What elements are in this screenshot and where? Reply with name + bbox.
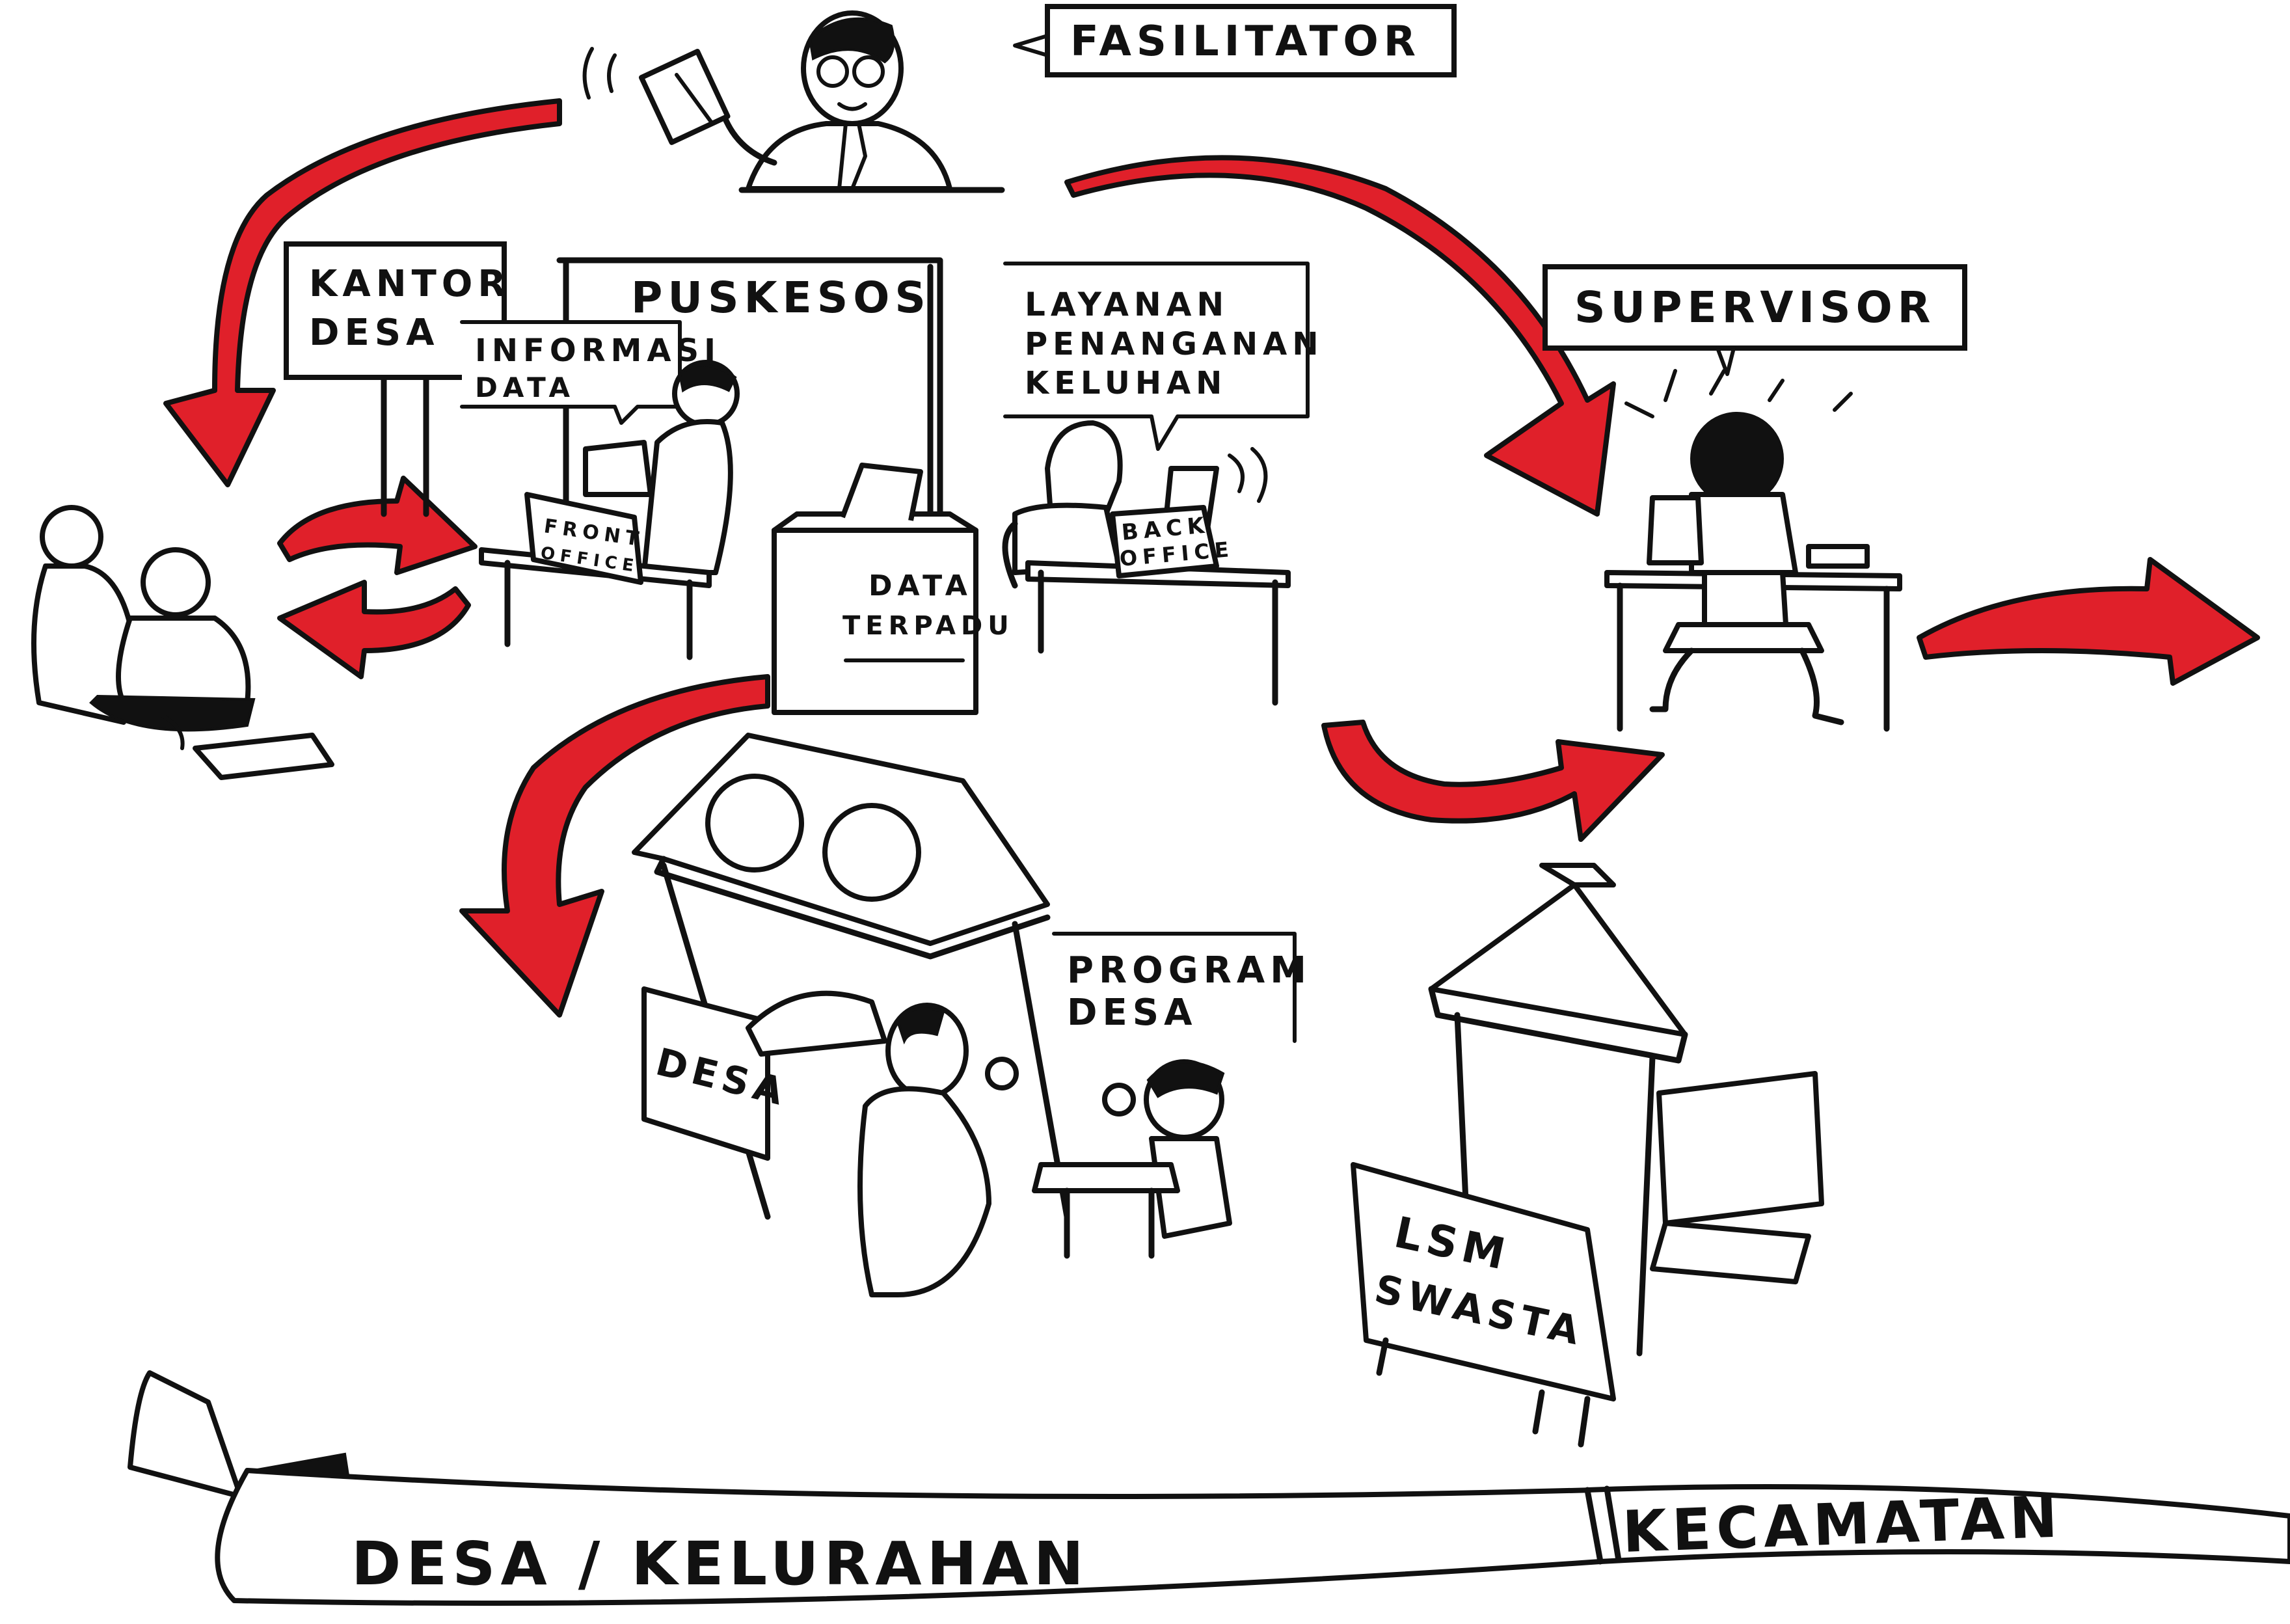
arrow-facilitator-to-supervisor	[1064, 155, 1616, 517]
informasi-text-1: INFORMASI	[475, 332, 721, 369]
lsm-kiosk-icon: LSM SWASTA	[1351, 863, 1824, 1448]
supervisor-at-desk-icon	[1604, 369, 1902, 732]
layanan-keluhan-callout: LAYANAN PENANGANAN KELUHAN	[1003, 262, 1324, 451]
arrow-facilitator-to-community	[163, 98, 562, 487]
data-terpadu-text-1: DATA	[869, 569, 973, 602]
data-terminal-icon: DATA TERPADU	[772, 463, 1014, 715]
informasi-data-callout: INFORMASI DATA	[460, 320, 721, 425]
front-office-desk: FRONT OFFICE	[479, 492, 712, 660]
village-stall-icon: DESA	[632, 733, 1070, 1220]
child-icon	[1032, 1059, 1232, 1259]
layanan-text-1: LAYANAN	[1025, 286, 1229, 323]
elderly-couple-icon	[31, 505, 334, 780]
data-terpadu-text-2: TERPADU	[842, 611, 1014, 641]
program-desa-text-2: DESA	[1067, 992, 1197, 1034]
arrow-supervisor-to-next	[1917, 557, 2260, 686]
layanan-text-3: KELUHAN	[1025, 365, 1227, 401]
banner-right-text: KECAMATAN	[1621, 1483, 2064, 1565]
supervisor-label: SUPERVISOR	[1542, 264, 1967, 376]
kantor-desa-sign: KANTOR DESA	[284, 241, 511, 517]
banner-left-text: DESA / KELURAHAN	[351, 1529, 1089, 1599]
kantor-desa-text-2: DESA	[309, 312, 439, 354]
back-office-desk: BACK OFFICE	[1025, 505, 1291, 706]
supervisor-text: SUPERVISOR	[1574, 282, 1936, 332]
informasi-text-2: DATA	[475, 372, 575, 403]
layanan-text-2: PENANGANAN	[1025, 326, 1324, 362]
vendor-woman-icon	[857, 1003, 1019, 1297]
arrow-data-to-desa-program	[459, 674, 770, 1018]
puskesos-text: PUSKESOS	[631, 273, 931, 323]
fasilitator-label: FASILITATOR	[1013, 4, 1457, 77]
front-office-clerk-icon	[583, 360, 740, 575]
arrow-community-to-frontoffice	[277, 476, 478, 575]
program-desa-label: PROGRAM DESA	[1052, 932, 1312, 1043]
fasilitator-text: FASILITATOR	[1070, 18, 1421, 66]
arrow-backoffice-to-lsm	[1321, 720, 1665, 842]
bottom-banner: DESA / KELURAHAN KECAMATAN	[128, 1370, 2290, 1606]
kantor-desa-text-1: KANTOR	[309, 263, 511, 305]
facilitator-person-icon	[582, 10, 1005, 193]
arrow-frontoffice-to-community	[277, 580, 471, 679]
program-desa-text-1: PROGRAM	[1067, 949, 1312, 992]
